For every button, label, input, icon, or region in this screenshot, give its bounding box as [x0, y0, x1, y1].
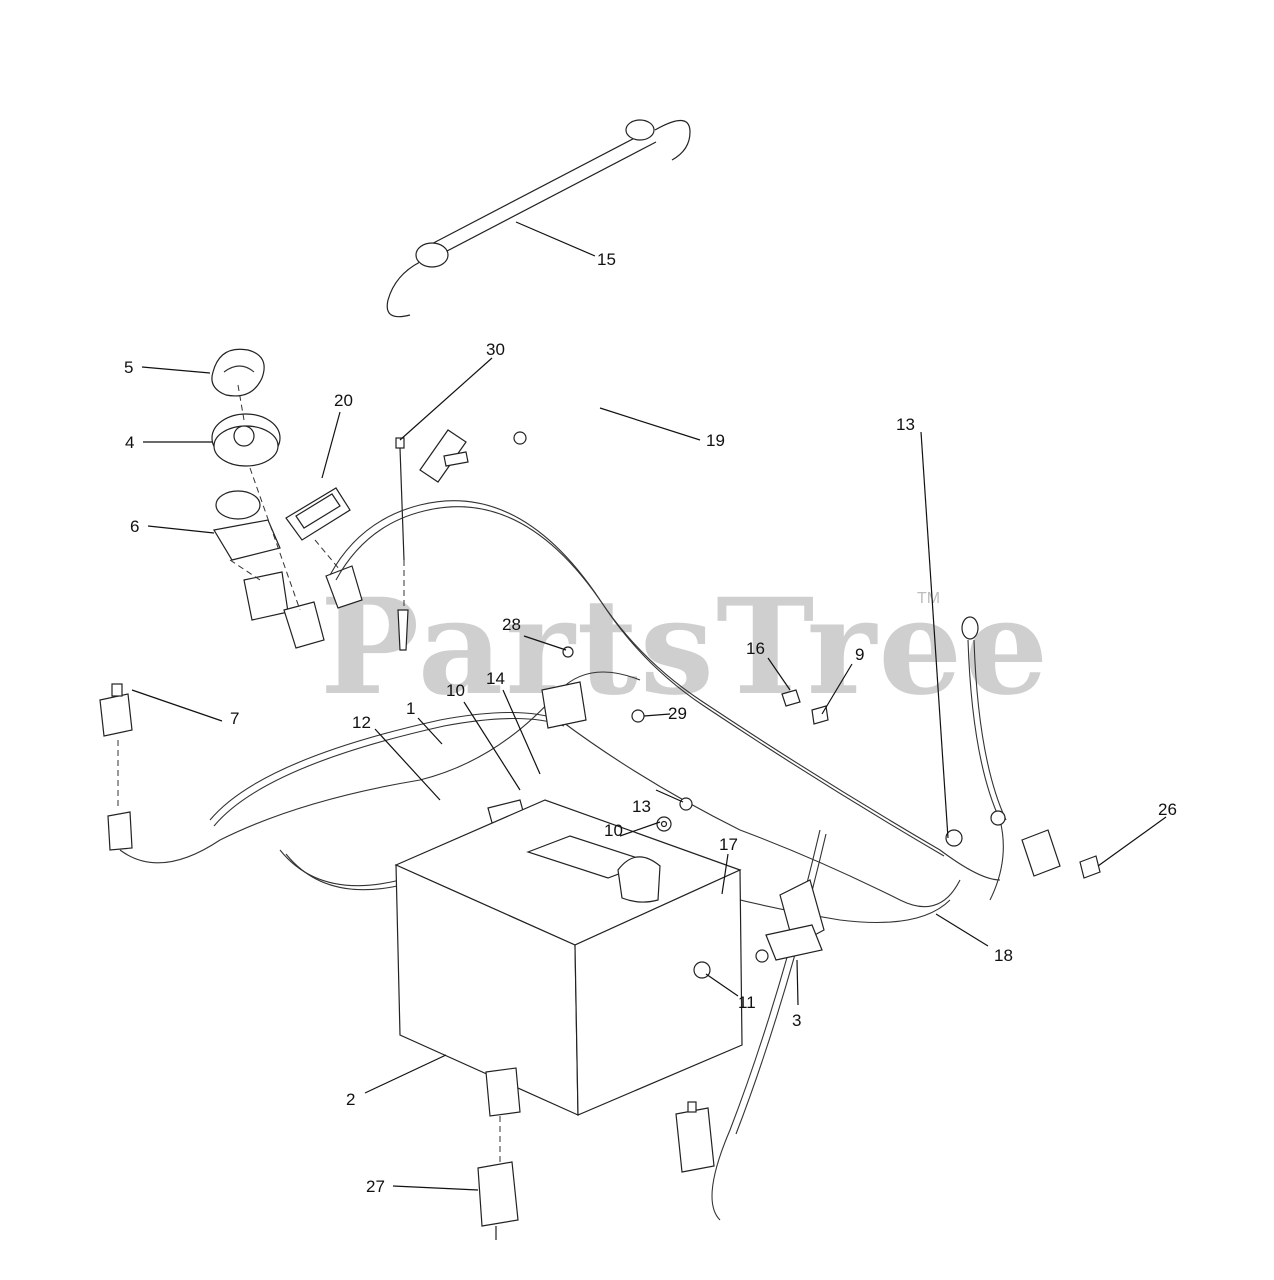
callout-28: 28: [502, 615, 521, 634]
callout-6: 6: [130, 517, 139, 536]
battery: [394, 799, 743, 1116]
nut-13-right: [945, 829, 963, 847]
callout-17: 17: [719, 835, 738, 854]
callout-4: 4: [125, 433, 134, 452]
seat-switch: [477, 1067, 521, 1240]
ignition-key: [211, 348, 265, 397]
fuse-holder: [541, 646, 587, 729]
ring-terminal: [961, 616, 1006, 826]
callout-2: 2: [346, 1090, 355, 1109]
callout-10a: 10: [446, 681, 465, 700]
callout-11: 11: [738, 993, 756, 1012]
callout-18: 18: [994, 946, 1013, 965]
leader-lines: [131, 221, 1167, 1191]
connector-26: [1021, 829, 1101, 879]
callout-13a: 13: [632, 797, 651, 816]
callout-29: 29: [668, 704, 687, 723]
callouts: 1 2 3 4 5 6 7 9 10 10 11 12 13 13 14 15 …: [124, 250, 1177, 1196]
callout-15: 15: [597, 250, 616, 269]
interlock-switch: [675, 1101, 715, 1173]
nut-29: [631, 709, 645, 723]
callout-14: 14: [486, 669, 505, 688]
callout-27: 27: [366, 1177, 385, 1196]
nut-16: [781, 689, 801, 707]
relay: [99, 683, 133, 851]
cable-tie: [395, 429, 467, 651]
callout-16: 16: [746, 639, 765, 658]
callout-19: 19: [706, 431, 725, 450]
terminal-nut-washer: [656, 797, 693, 832]
trademark-symbol: TM: [917, 590, 941, 607]
battery-hold-down-rod: [386, 119, 691, 318]
callout-7: 7: [230, 709, 239, 728]
starter-solenoid: [755, 879, 825, 963]
callout-10b: 10: [604, 821, 623, 840]
callout-9: 9: [855, 645, 864, 664]
callout-12: 12: [352, 713, 371, 732]
pto-switch: [213, 490, 289, 621]
ignition-switch: [211, 413, 281, 467]
callout-3: 3: [792, 1011, 801, 1030]
callout-13b: 13: [896, 415, 915, 434]
callout-20: 20: [334, 391, 353, 410]
partstree-watermark: PartsTree: [320, 570, 1051, 725]
switch-connectors: [229, 384, 341, 649]
callout-1: 1: [406, 699, 415, 718]
callout-26: 26: [1158, 800, 1177, 819]
callout-30: 30: [486, 340, 505, 359]
callout-5: 5: [124, 358, 133, 377]
hour-meter: [285, 487, 363, 609]
